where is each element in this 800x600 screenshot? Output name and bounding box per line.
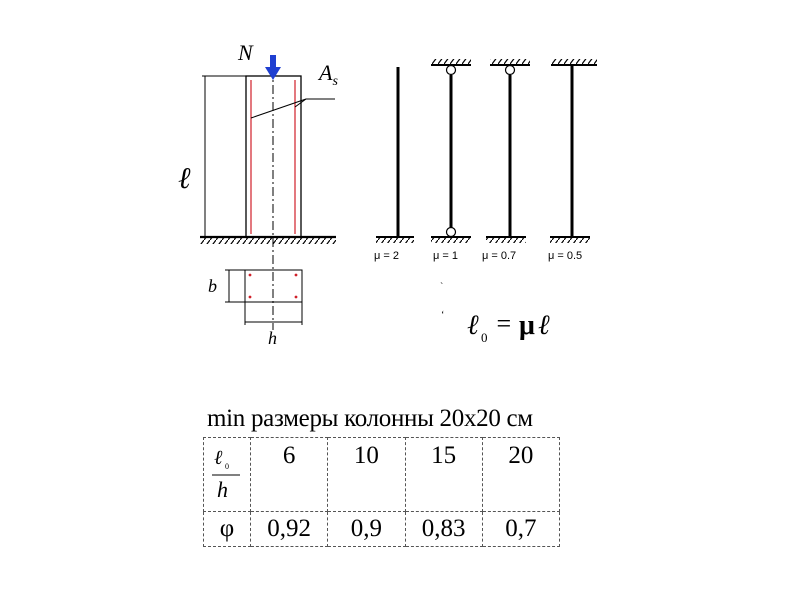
ratio-cell: 10 <box>327 437 406 512</box>
ratio-cell: 20 <box>481 437 561 512</box>
phi-cell: 0,83 <box>404 511 483 547</box>
table-title: min размеры колонны 20х20 см <box>207 405 533 432</box>
svg-text:ℓ: ℓ <box>467 310 479 341</box>
load-label: N <box>237 40 254 65</box>
rebar-dot <box>294 295 298 299</box>
mu-label: μ = 2 <box>374 250 399 262</box>
ratio-fraction: ℓ 0 h <box>212 447 240 502</box>
ratio-cell: 15 <box>404 437 483 512</box>
mu-label: μ = 1 <box>433 250 458 262</box>
svg-text:=: = <box>490 309 518 338</box>
buckling-coefficient-table: ℓ 0 h 6 10 15 20 φ 0,92 0,9 0,83 0,7 <box>203 437 561 547</box>
svg-text:μ: μ <box>519 310 535 341</box>
mu-label: μ = 0.7 <box>482 250 516 262</box>
ground-hatch <box>200 238 336 244</box>
rebar-dot <box>248 273 252 277</box>
section-height-label: h <box>268 328 277 348</box>
cross-section: b h <box>208 269 303 348</box>
svg-text:0: 0 <box>225 462 229 471</box>
phi-cell: 0,9 <box>327 511 406 547</box>
rebar-label: As <box>317 60 338 89</box>
support-scheme-pinned-fixed: μ = 0.7 <box>482 59 530 262</box>
mu-label: μ = 0.5 <box>548 250 582 262</box>
phi-header-cell: φ <box>203 511 251 547</box>
main-column: ℓ N As <box>178 40 338 330</box>
ratio-header-cell: ℓ 0 h <box>203 437 251 512</box>
phi-cell: 0,92 <box>249 511 329 547</box>
table-row: ℓ 0 h 6 10 15 20 <box>203 437 561 512</box>
svg-text:0: 0 <box>481 330 488 345</box>
load-arrow-icon <box>265 55 281 80</box>
length-label: ℓ <box>178 162 191 195</box>
table-row: φ 0,92 0,9 0,83 0,7 <box>203 511 561 547</box>
svg-text:h: h <box>217 477 228 502</box>
svg-text:‘: ‘ <box>441 310 444 321</box>
svg-text:ℓ: ℓ <box>214 447 223 469</box>
svg-text:`: ` <box>440 282 443 293</box>
effective-length-formula: ℓ 0 = μ ℓ <box>467 309 550 345</box>
support-scheme-fixed-fixed: μ = 0.5 <box>548 59 597 262</box>
section-width-label: b <box>208 276 217 296</box>
phi-cell: 0,7 <box>481 511 561 547</box>
svg-text:ℓ: ℓ <box>538 310 550 341</box>
ratio-cell: 6 <box>249 437 329 512</box>
rebar-dot <box>294 273 298 277</box>
support-scheme-pinned-pinned: μ = 1 <box>431 59 471 262</box>
support-scheme-cantilever: μ = 2 <box>374 67 414 262</box>
rebar-dot <box>248 295 252 299</box>
